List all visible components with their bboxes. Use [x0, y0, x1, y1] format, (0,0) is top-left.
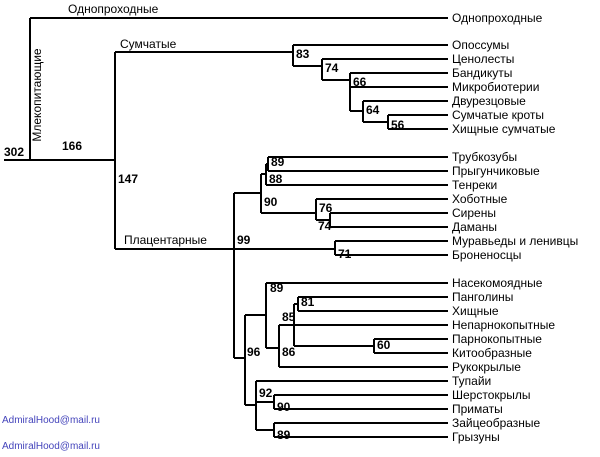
leaf-label: Двурезцовые — [452, 94, 526, 108]
node-age-label: 56 — [391, 118, 405, 132]
leaf-label: Хищные сумчатые — [452, 122, 556, 136]
leaf-label: Хищные — [452, 304, 499, 318]
leaf-label: Парнокопытные — [452, 332, 542, 346]
node-age-label: 83 — [296, 47, 310, 61]
leaf-label: Хоботные — [452, 192, 508, 206]
leaf-label: Бандикуты — [452, 66, 512, 80]
node-age-label: 66 — [353, 75, 367, 89]
node-age-label: 89 — [271, 155, 285, 169]
leaf-label: Муравьеды и ленивцы — [452, 234, 578, 248]
node-age-label: 166 — [62, 139, 82, 153]
leaf-label: Рукокрылые — [452, 360, 521, 374]
node-age-label: 86 — [282, 345, 296, 359]
node-age-label: 92 — [259, 386, 273, 400]
leaf-label: Грызуны — [452, 430, 500, 444]
leaf-label: Сумчатые кроты — [452, 108, 544, 122]
node-age-label: 99 — [237, 233, 251, 247]
leaf-label: Ценолесты — [452, 52, 514, 66]
clade-label: Плацентарные — [124, 233, 207, 247]
node-age-label: 85 — [282, 310, 296, 324]
node-age-label: 74 — [318, 219, 332, 233]
leaf-label: Даманы — [452, 220, 497, 234]
leaf-label: Броненосцы — [452, 248, 521, 262]
node-age-label: 89 — [277, 428, 291, 442]
leaf-label: Непарнокопытные — [452, 318, 555, 332]
node-age-label: 71 — [338, 247, 352, 261]
leaf-label: Однопроходные — [452, 11, 543, 25]
clade-label: Млекопитающие — [30, 48, 44, 142]
leaf-label: Микробиотерии — [452, 80, 539, 94]
node-age-label: 147 — [118, 172, 138, 186]
leaf-label: Сирены — [452, 206, 496, 220]
leaf-label: Приматы — [452, 402, 503, 416]
leaf-label: Шерстокрылы — [452, 388, 531, 402]
leaf-label: Трубкозубы — [452, 150, 517, 164]
node-age-label: 81 — [301, 295, 315, 309]
clade-label: Сумчатые — [120, 37, 177, 51]
node-age-label: 96 — [247, 345, 261, 359]
node-age-label: 76 — [319, 201, 333, 215]
clade-label: Однопроходные — [68, 2, 159, 16]
node-age-label: 64 — [366, 103, 380, 117]
leaf-label: Тупайи — [452, 374, 491, 388]
node-age-label: 60 — [377, 338, 391, 352]
leaf-label: Панголины — [452, 290, 513, 304]
node-age-label: 89 — [270, 281, 284, 295]
watermark-text: AdmiralHood@mail.ru — [2, 441, 100, 452]
node-age-label: 302 — [4, 145, 24, 159]
leaf-label: Прыгунчиковые — [452, 164, 540, 178]
node-age-label: 74 — [325, 61, 339, 75]
leaf-label: Тенреки — [452, 178, 497, 192]
node-age-label: 88 — [269, 172, 283, 186]
leaf-label: Китообразные — [452, 346, 532, 360]
watermark-text: AdmiralHood@mail.ru — [2, 415, 100, 426]
node-age-label: 90 — [264, 195, 278, 209]
node-age-label: 90 — [277, 400, 291, 414]
leaf-label: Насекомоядные — [452, 276, 543, 290]
leaf-label: Зайцеобразные — [452, 416, 541, 430]
leaf-label: Опоссумы — [452, 38, 509, 52]
